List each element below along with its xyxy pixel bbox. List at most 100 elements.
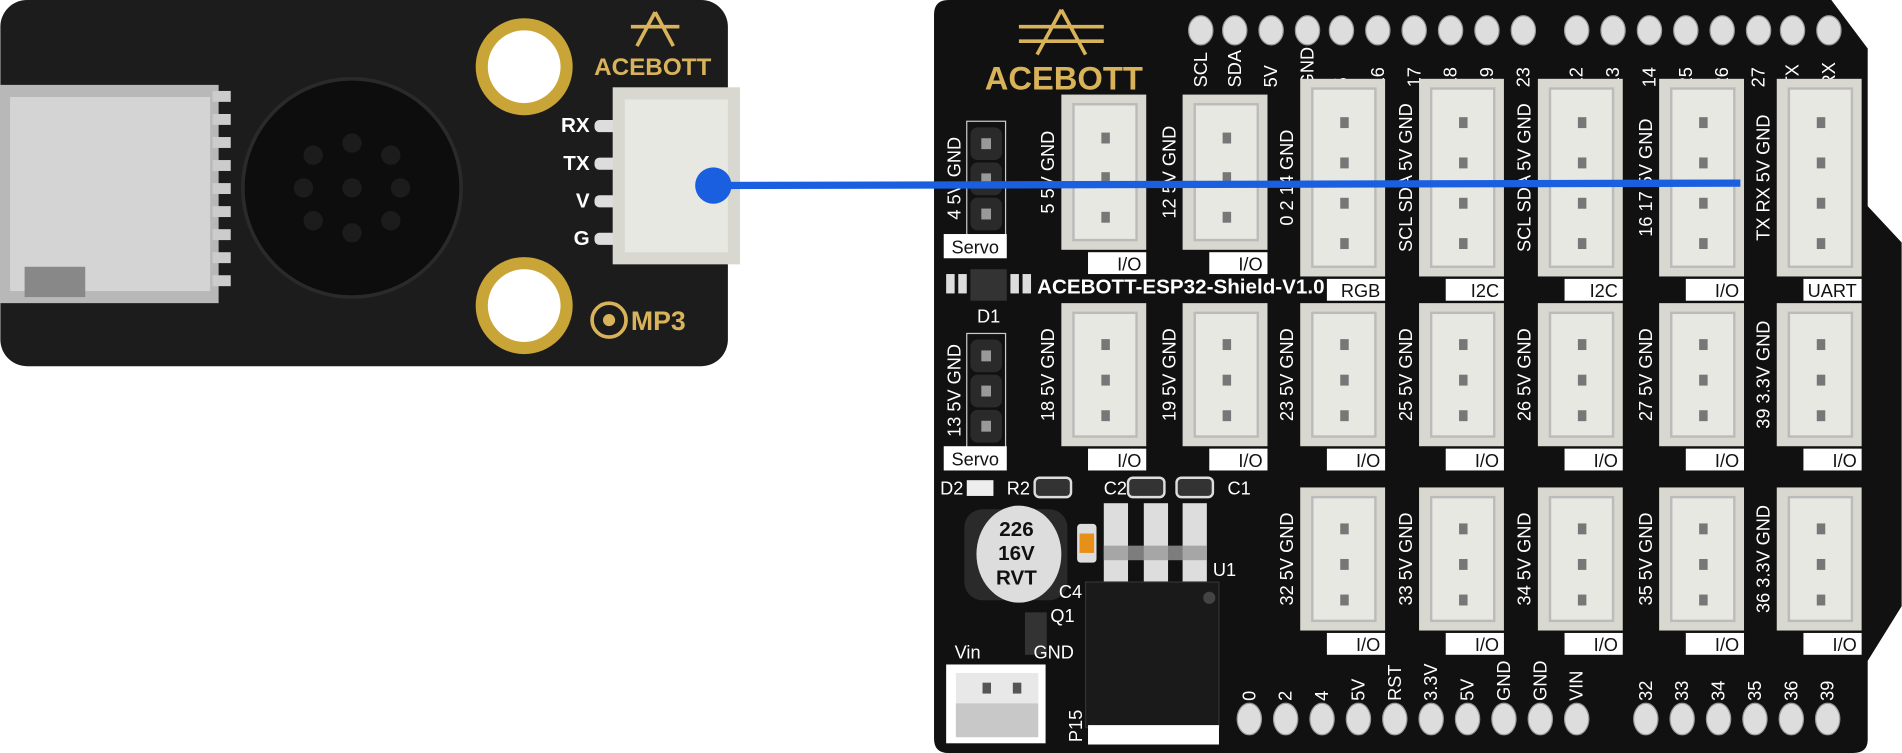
sd-contact: [212, 252, 231, 264]
svg-text:Q1: Q1: [1050, 606, 1074, 626]
connector-side-label: 35 5V GND: [1636, 513, 1656, 606]
header-pin-rx[interactable]: [1816, 15, 1842, 46]
pin-label: 23: [1513, 67, 1533, 87]
connector-pin: [1459, 410, 1468, 422]
connector-pin: [1577, 594, 1587, 606]
connector-tag: I/O: [1833, 635, 1857, 655]
connector-side-label: SCL SDA 5V GND: [1396, 103, 1416, 252]
electrolytic-capacitor: 226 16V RVT: [964, 505, 1068, 603]
sd-contact: [212, 275, 231, 287]
header-pin-2[interactable]: [1272, 702, 1299, 736]
connector-side-label: TX RX 5V GND: [1753, 115, 1773, 241]
connector-pin: [1577, 523, 1587, 535]
connector-pin: [1222, 172, 1232, 184]
connector-pin: [1699, 523, 1708, 535]
header-pin-32[interactable]: [1633, 702, 1659, 736]
power-connector-vin[interactable]: Vin GND: [946, 642, 1074, 744]
header-pin-gnd[interactable]: [1294, 15, 1321, 46]
esp32-shield: ACEBOTT SCLSDA5VGND516171819231213142526…: [934, 0, 1902, 753]
connector-pin: [1816, 238, 1826, 250]
header-pin-scl[interactable]: [1188, 15, 1214, 46]
connector-pin: [1699, 558, 1708, 570]
connector-pin: [1459, 523, 1468, 535]
header-pin-26[interactable]: [1709, 15, 1735, 46]
header-pin-17[interactable]: [1401, 15, 1427, 46]
servo-label: Servo: [952, 237, 999, 257]
svg-text:C4: C4: [1059, 582, 1082, 602]
header-pin-14[interactable]: [1636, 15, 1663, 46]
header-pin-35[interactable]: [1742, 702, 1768, 736]
header-pin-5[interactable]: [1328, 15, 1355, 46]
sd-contact: [212, 137, 231, 148]
header-pin-19[interactable]: [1474, 15, 1500, 46]
connector-pin: [1699, 374, 1708, 386]
header-pin-sda[interactable]: [1222, 15, 1248, 46]
header-pin-rst[interactable]: [1382, 702, 1408, 736]
wire-endpoint[interactable]: [695, 167, 732, 204]
header-pin-vin[interactable]: [1563, 702, 1590, 736]
header-pin-16[interactable]: [1365, 15, 1391, 46]
connector-pin: [1577, 117, 1587, 129]
svg-text:16V: 16V: [998, 542, 1035, 565]
connector-tag: I/O: [1833, 451, 1857, 471]
header-pin-23[interactable]: [1510, 15, 1537, 46]
header-pin-4[interactable]: [1309, 702, 1335, 736]
header-pin-18[interactable]: [1437, 15, 1464, 46]
header-pin-gnd[interactable]: [1491, 702, 1517, 736]
mp3-pin-label: G: [574, 227, 590, 250]
connector-pin: [1816, 197, 1826, 209]
header-pin-5v[interactable]: [1345, 702, 1372, 736]
connector-side-label: SCL SDA 5V GND: [1515, 103, 1535, 252]
header-pin-tx[interactable]: [1779, 15, 1806, 46]
transistor-q1: Q1: [1024, 606, 1075, 655]
header-pin-34[interactable]: [1705, 702, 1732, 736]
svg-text:U1: U1: [1213, 560, 1236, 580]
header-pin-5v[interactable]: [1258, 15, 1284, 46]
connector-pin: [1816, 558, 1826, 570]
header-pin-33[interactable]: [1669, 702, 1695, 736]
header-pin-12[interactable]: [1563, 15, 1590, 46]
header-pin-5v[interactable]: [1454, 702, 1481, 736]
pin-label: SDA: [1225, 49, 1245, 87]
jumper-wire[interactable]: [713, 179, 1741, 190]
connector-pin: [1699, 339, 1708, 351]
servo-label: Servo: [952, 450, 999, 470]
header-pin-3.3v[interactable]: [1418, 702, 1444, 736]
connector-pin: [1340, 594, 1349, 606]
connector-pin: [1577, 238, 1587, 250]
header-pin-13[interactable]: [1600, 15, 1626, 46]
header-pin-0[interactable]: [1236, 702, 1263, 736]
connector-pin: [1459, 594, 1468, 606]
connector-pin: [1340, 523, 1349, 535]
header-pin-39[interactable]: [1814, 702, 1841, 736]
header-pin-36[interactable]: [1778, 702, 1805, 736]
svg-text:GND: GND: [1033, 642, 1073, 662]
header-pin-27[interactable]: [1745, 15, 1772, 46]
header-pin-gnd[interactable]: [1527, 702, 1554, 736]
acebott-logo: ACEBOTT: [985, 8, 1143, 97]
svg-text:226: 226: [999, 518, 1033, 541]
mp3-label: MP3: [590, 301, 686, 339]
header-pin-25[interactable]: [1673, 15, 1699, 46]
